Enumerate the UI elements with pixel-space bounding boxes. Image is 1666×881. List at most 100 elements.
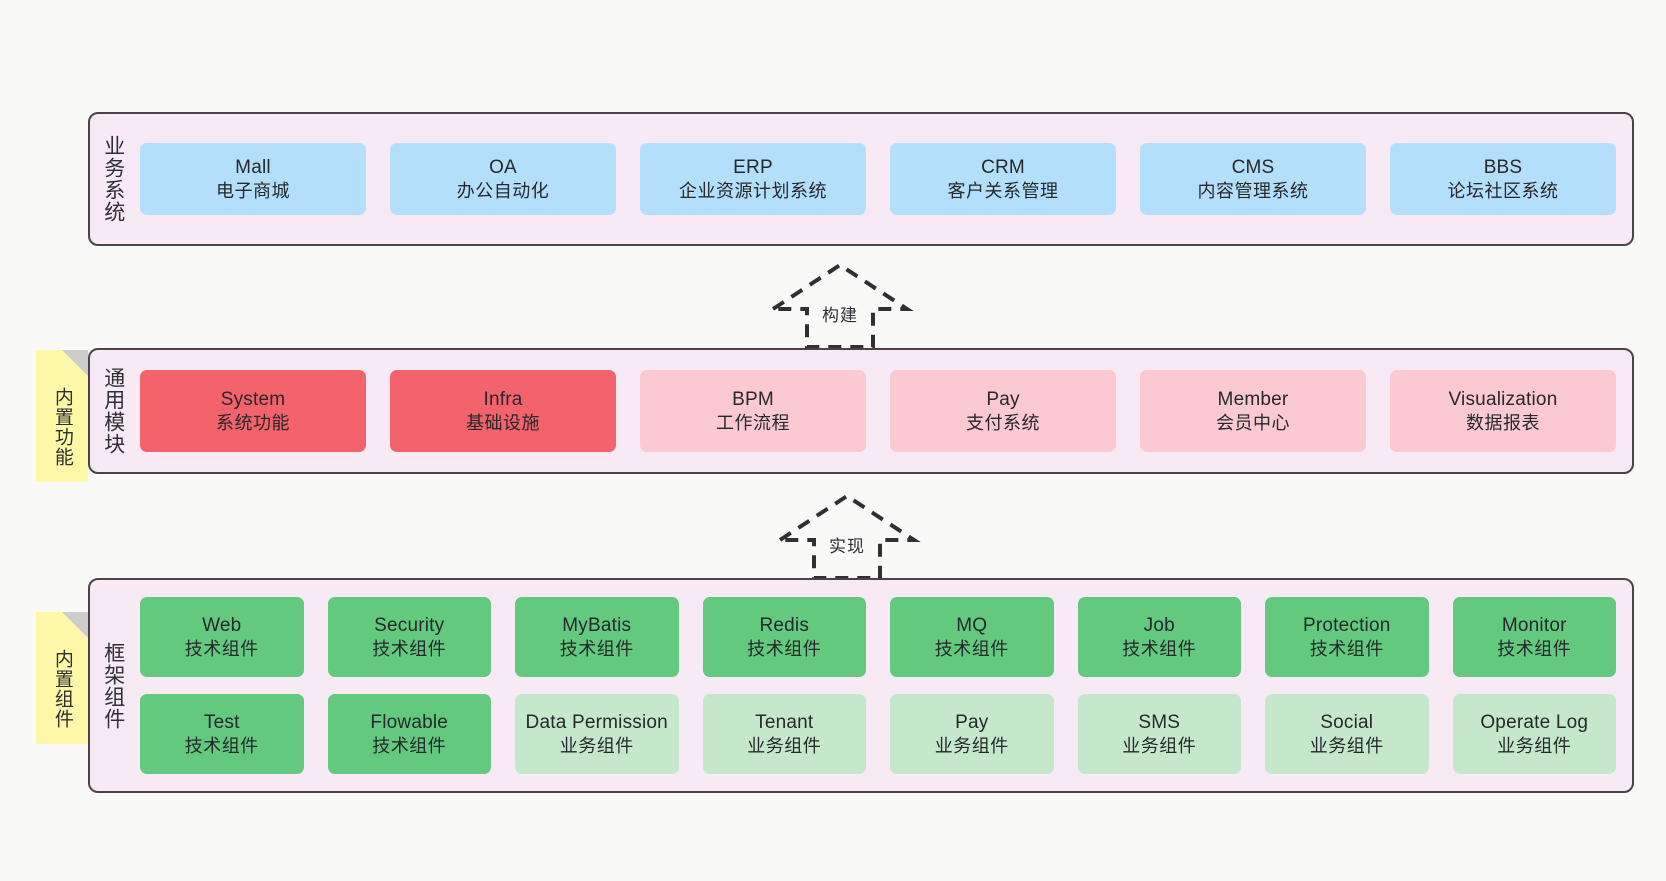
box-title: Data Permission bbox=[525, 711, 668, 733]
box-subtitle: 业务组件 bbox=[1309, 735, 1384, 756]
box-web[interactable]: Web 技术组件 bbox=[140, 597, 304, 677]
layer-title-frame: 框架组件 bbox=[101, 641, 125, 730]
box-job[interactable]: Job 技术组件 bbox=[1077, 597, 1241, 677]
box-subtitle: 技术组件 bbox=[1122, 638, 1197, 659]
box-title: Flowable bbox=[370, 711, 449, 733]
box-subtitle: 基础设施 bbox=[466, 412, 540, 433]
box-social[interactable]: Social 业务组件 bbox=[1265, 694, 1429, 774]
box-title: MyBatis bbox=[562, 614, 632, 636]
box-title: Member bbox=[1217, 388, 1289, 410]
box-pay-component[interactable]: Pay 业务组件 bbox=[890, 694, 1054, 774]
layer-framework-components: 框架组件 Web 技术组件 Security 技术组件 MyBatis 技术组件… bbox=[88, 578, 1634, 793]
box-redis[interactable]: Redis 技术组件 bbox=[702, 597, 866, 677]
arrow-build: 构建 bbox=[765, 259, 915, 351]
box-oa[interactable]: OA 办公自动化 bbox=[390, 143, 616, 215]
box-title: Test bbox=[203, 711, 240, 733]
layer-business-systems: 业务系统 Mall 电子商城 OA 办公自动化 ERP 企业资源计划系统 CRM… bbox=[88, 112, 1634, 246]
box-mybatis[interactable]: MyBatis 技术组件 bbox=[515, 597, 679, 677]
box-subtitle: 技术组件 bbox=[184, 638, 259, 659]
box-title: Pay bbox=[986, 388, 1020, 410]
box-title: System bbox=[220, 388, 286, 410]
layer-title-business: 业务系统 bbox=[101, 135, 125, 223]
box-subtitle: 业务组件 bbox=[934, 735, 1009, 756]
layer-row: Test 技术组件 Flowable 技术组件 Data Permission … bbox=[140, 694, 1616, 774]
note-tag-label: 内置功能 bbox=[51, 387, 73, 467]
box-title: MQ bbox=[956, 614, 988, 636]
box-subtitle: 数据报表 bbox=[1466, 412, 1540, 433]
box-title: Tenant bbox=[755, 711, 814, 733]
box-title: Operate Log bbox=[1480, 711, 1589, 733]
box-cms[interactable]: CMS 内容管理系统 bbox=[1140, 143, 1366, 215]
box-title: Web bbox=[202, 614, 242, 636]
box-title: Job bbox=[1143, 614, 1175, 636]
box-member[interactable]: Member 会员中心 bbox=[1140, 370, 1366, 452]
box-test[interactable]: Test 技术组件 bbox=[140, 694, 304, 774]
box-subtitle: 业务组件 bbox=[1497, 735, 1572, 756]
layer-common-modules: 通用模块 System 系统功能 Infra 基础设施 BPM 工作流程 Pay… bbox=[88, 348, 1634, 474]
box-visualization[interactable]: Visualization 数据报表 bbox=[1390, 370, 1616, 452]
box-subtitle: 技术组件 bbox=[1309, 638, 1384, 659]
layer-body-modules: System 系统功能 Infra 基础设施 BPM 工作流程 Pay 支付系统… bbox=[136, 350, 1632, 472]
arrow-implement: 实现 bbox=[772, 490, 922, 582]
box-subtitle: 系统功能 bbox=[216, 412, 290, 433]
arrow-implement-label: 实现 bbox=[829, 537, 865, 556]
box-data-permission[interactable]: Data Permission 业务组件 bbox=[515, 694, 679, 774]
box-subtitle: 支付系统 bbox=[966, 412, 1040, 433]
box-title: Redis bbox=[759, 614, 810, 636]
page-fold-icon bbox=[62, 612, 88, 638]
box-subtitle: 技术组件 bbox=[934, 638, 1009, 659]
box-monitor[interactable]: Monitor 技术组件 bbox=[1452, 597, 1616, 677]
note-tag-label: 内置组件 bbox=[51, 649, 73, 729]
box-subtitle: 工作流程 bbox=[716, 412, 790, 433]
box-crm[interactable]: CRM 客户关系管理 bbox=[890, 143, 1116, 215]
box-title: Visualization bbox=[1448, 388, 1558, 410]
box-subtitle: 技术组件 bbox=[184, 735, 259, 756]
box-subtitle: 技术组件 bbox=[559, 638, 634, 659]
layer-body-business: Mall 电子商城 OA 办公自动化 ERP 企业资源计划系统 CRM 客户关系… bbox=[136, 114, 1632, 244]
box-title: OA bbox=[489, 156, 517, 178]
layer-title-modules: 通用模块 bbox=[101, 367, 125, 455]
box-system[interactable]: System 系统功能 bbox=[140, 370, 366, 452]
note-tag-builtin-components: 内置组件 bbox=[36, 612, 88, 744]
box-flowable[interactable]: Flowable 技术组件 bbox=[327, 694, 491, 774]
layer-row: Web 技术组件 Security 技术组件 MyBatis 技术组件 Redi… bbox=[140, 597, 1616, 677]
box-subtitle: 办公自动化 bbox=[456, 180, 550, 201]
box-operate-log[interactable]: Operate Log 业务组件 bbox=[1452, 694, 1616, 774]
box-bpm[interactable]: BPM 工作流程 bbox=[640, 370, 866, 452]
box-infra[interactable]: Infra 基础设施 bbox=[390, 370, 616, 452]
box-protection[interactable]: Protection 技术组件 bbox=[1265, 597, 1429, 677]
box-subtitle: 客户关系管理 bbox=[947, 180, 1059, 201]
page-fold-icon bbox=[62, 350, 88, 376]
box-mq[interactable]: MQ 技术组件 bbox=[890, 597, 1054, 677]
box-subtitle: 会员中心 bbox=[1216, 412, 1290, 433]
box-title: Pay bbox=[955, 711, 989, 733]
box-security[interactable]: Security 技术组件 bbox=[327, 597, 491, 677]
box-title: Mall bbox=[235, 156, 271, 178]
box-title: BPM bbox=[732, 388, 774, 410]
layer-body-frame: Web 技术组件 Security 技术组件 MyBatis 技术组件 Redi… bbox=[136, 580, 1632, 791]
box-subtitle: 论坛社区系统 bbox=[1447, 180, 1559, 201]
box-title: Protection bbox=[1302, 614, 1391, 636]
box-title: Monitor bbox=[1501, 614, 1567, 636]
box-mall[interactable]: Mall 电子商城 bbox=[140, 143, 366, 215]
layer-row: Mall 电子商城 OA 办公自动化 ERP 企业资源计划系统 CRM 客户关系… bbox=[140, 143, 1616, 215]
arrow-implement-icon bbox=[773, 493, 921, 580]
arrow-build-label: 构建 bbox=[822, 306, 858, 325]
box-pay-module[interactable]: Pay 支付系统 bbox=[890, 370, 1116, 452]
box-title: ERP bbox=[733, 156, 773, 178]
box-title: SMS bbox=[1138, 711, 1181, 733]
box-title: CRM bbox=[981, 156, 1025, 178]
box-title: CMS bbox=[1231, 156, 1275, 178]
box-bbs[interactable]: BBS 论坛社区系统 bbox=[1390, 143, 1616, 215]
box-title: Security bbox=[374, 614, 445, 636]
box-subtitle: 技术组件 bbox=[372, 735, 447, 756]
arrow-build-icon bbox=[766, 262, 914, 349]
box-title: Infra bbox=[483, 388, 523, 410]
box-title: BBS bbox=[1483, 156, 1523, 178]
box-tenant[interactable]: Tenant 业务组件 bbox=[702, 694, 866, 774]
box-sms[interactable]: SMS 业务组件 bbox=[1077, 694, 1241, 774]
box-subtitle: 技术组件 bbox=[747, 638, 822, 659]
box-subtitle: 技术组件 bbox=[372, 638, 447, 659]
box-erp[interactable]: ERP 企业资源计划系统 bbox=[640, 143, 866, 215]
